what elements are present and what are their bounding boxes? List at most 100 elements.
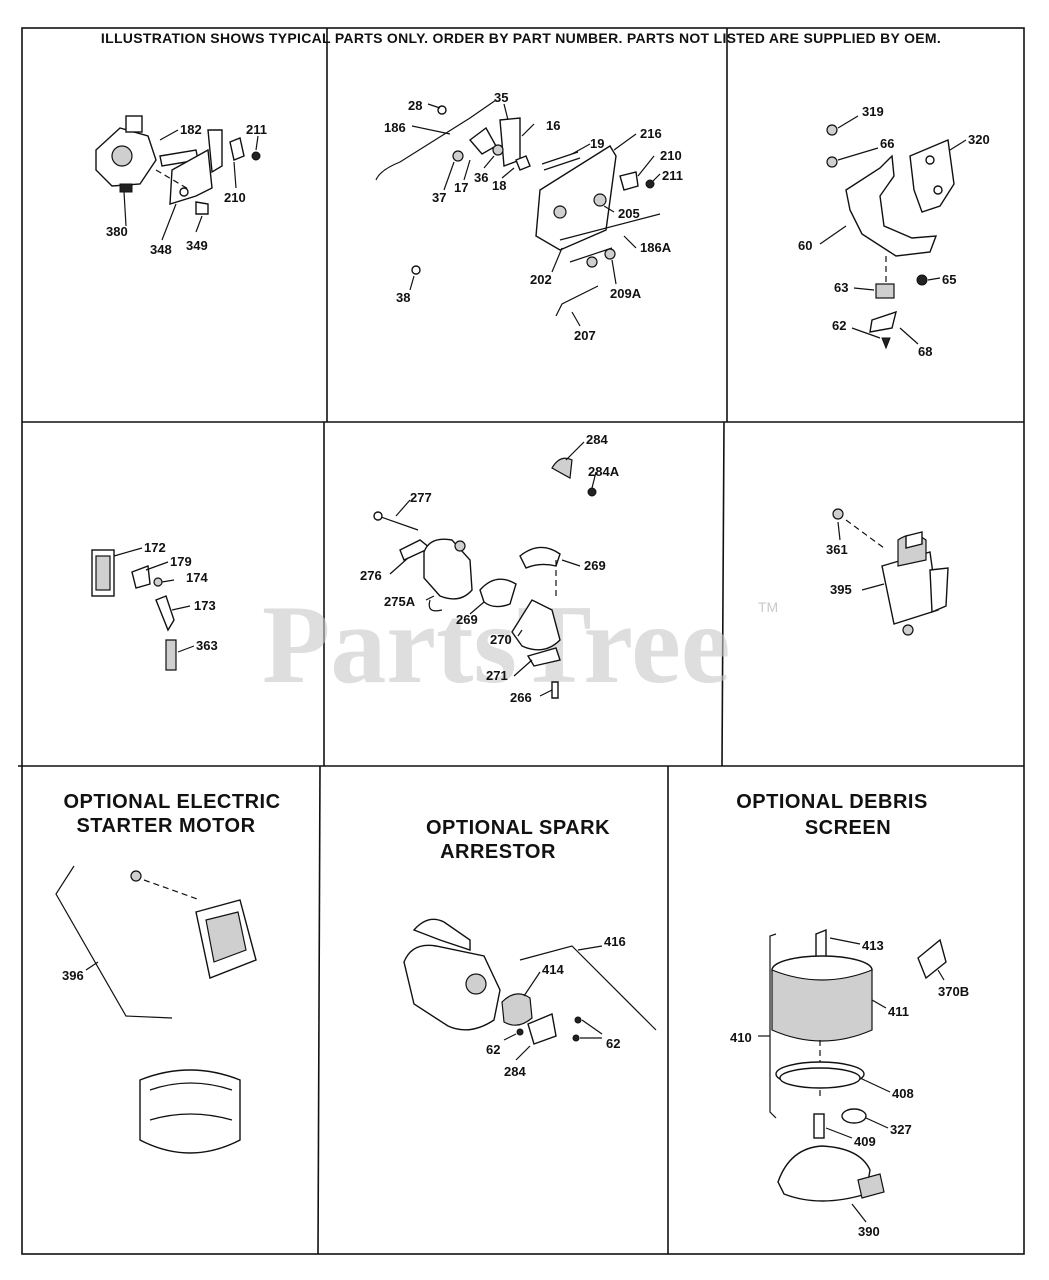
electric-starter-illustration [130,870,257,1154]
section-optional-spark-arrestor: OPTIONAL SPARK ARRESTOR 416 414 62 62 28… [403,817,657,1079]
bracket-leaders [819,115,967,345]
section-bracket: 319 66 320 60 63 65 62 68 [798,104,990,359]
label-207: 207 [574,328,596,343]
label-205: 205 [618,206,640,221]
label-284a: 284A [588,464,620,479]
title-optional-spark-line1: OPTIONAL SPARK [426,817,610,839]
title-optional-debris-line2: SCREEN [805,817,891,839]
label-36: 36 [474,170,488,185]
debris-screen-illustration [771,928,947,1202]
label-327: 327 [890,1122,912,1137]
label-408: 408 [892,1086,914,1101]
diagram-grid [18,27,1025,1255]
label-216: 216 [640,126,662,141]
label-411: 411 [888,1004,909,1019]
label-211: 211 [246,122,267,137]
label-276: 276 [360,568,382,583]
label-37: 37 [432,190,446,205]
breather-leaders [113,547,195,653]
label-363: 363 [196,638,218,653]
governor-leaders [409,103,661,327]
label-17: 17 [454,180,468,195]
label-16: 16 [546,118,560,133]
label-209a: 209A [610,286,642,301]
muffler-leaders [389,441,597,697]
section-muffler: 284 284A 277 276 275A 269 269 270 271 26… [360,432,620,705]
label-19: 19 [590,136,604,151]
electric-starter-leaders [55,865,173,1019]
label-211-governor: 211 [662,168,683,183]
label-414: 414 [542,962,564,977]
label-68: 68 [918,344,932,359]
section-starter: 361 395 [826,508,949,636]
label-396: 396 [62,968,84,983]
label-174: 174 [186,570,208,585]
label-271: 271 [486,668,508,683]
starter-illustration [832,508,949,636]
title-optional-debris-line1: OPTIONAL DEBRIS [736,791,928,813]
label-202: 202 [530,272,552,287]
header-note: ILLUSTRATION SHOWS TYPICAL PARTS ONLY. O… [101,30,941,46]
section-carburetor: 182 211 210 380 348 349 [95,115,267,257]
label-62-left: 62 [486,1042,500,1057]
label-210-governor: 210 [660,148,682,163]
label-361: 361 [826,542,848,557]
label-319: 319 [862,104,884,119]
debris-screen-leaders [758,933,945,1223]
label-35: 35 [494,90,508,105]
label-413: 413 [862,938,884,953]
spark-arrestor-leaders [503,945,657,1061]
label-284-spark: 284 [504,1064,526,1079]
label-409: 409 [854,1134,876,1149]
section-governor: 28 35 186 16 19 216 210 211 37 17 36 18 … [375,90,683,343]
label-186: 186 [384,120,406,135]
label-416: 416 [604,934,626,949]
label-65: 65 [942,272,956,287]
label-28: 28 [408,98,422,113]
label-269-lower: 269 [456,612,478,627]
label-63: 63 [834,280,848,295]
parts-tree-watermark: PartsTree TM [262,583,778,707]
label-395: 395 [830,582,852,597]
breather-illustration [91,549,177,671]
label-38: 38 [396,290,410,305]
bracket-illustration [826,124,955,350]
label-284: 284 [586,432,608,447]
section-optional-debris-screen: OPTIONAL DEBRIS SCREEN 413 3 [730,791,969,1239]
label-277: 277 [410,490,432,505]
label-179: 179 [170,554,192,569]
label-60: 60 [798,238,812,253]
label-390: 390 [858,1224,880,1239]
spark-arrestor-illustration [403,918,582,1045]
label-380: 380 [106,224,128,239]
label-18: 18 [492,178,506,193]
label-275a: 275A [384,594,416,609]
label-320: 320 [968,132,990,147]
section-optional-electric-starter: OPTIONAL ELECTRIC STARTER MOTOR 396 [55,791,280,1154]
carburetor-leaders [123,129,259,241]
label-182: 182 [180,122,202,137]
label-62: 62 [832,318,846,333]
muffler-illustration [373,457,597,699]
title-optional-electric-line1: OPTIONAL ELECTRIC [63,791,280,813]
label-266: 266 [510,690,532,705]
label-410: 410 [730,1030,752,1045]
label-173: 173 [194,598,216,613]
label-349: 349 [186,238,208,253]
label-370b: 370B [938,984,969,999]
label-172: 172 [144,540,166,555]
section-breather: 172 179 174 173 363 [91,540,218,671]
title-optional-spark-line2: ARRESTOR [440,841,556,863]
label-66: 66 [880,136,894,151]
label-186a: 186A [640,240,672,255]
label-210: 210 [224,190,246,205]
label-270: 270 [490,632,512,647]
label-348: 348 [150,242,172,257]
watermark-trademark: TM [758,599,778,615]
carburetor-illustration [95,115,261,215]
title-optional-electric-line2: STARTER MOTOR [76,815,255,837]
governor-illustration [375,99,661,317]
label-269-upper: 269 [584,558,606,573]
label-62-right: 62 [606,1036,620,1051]
